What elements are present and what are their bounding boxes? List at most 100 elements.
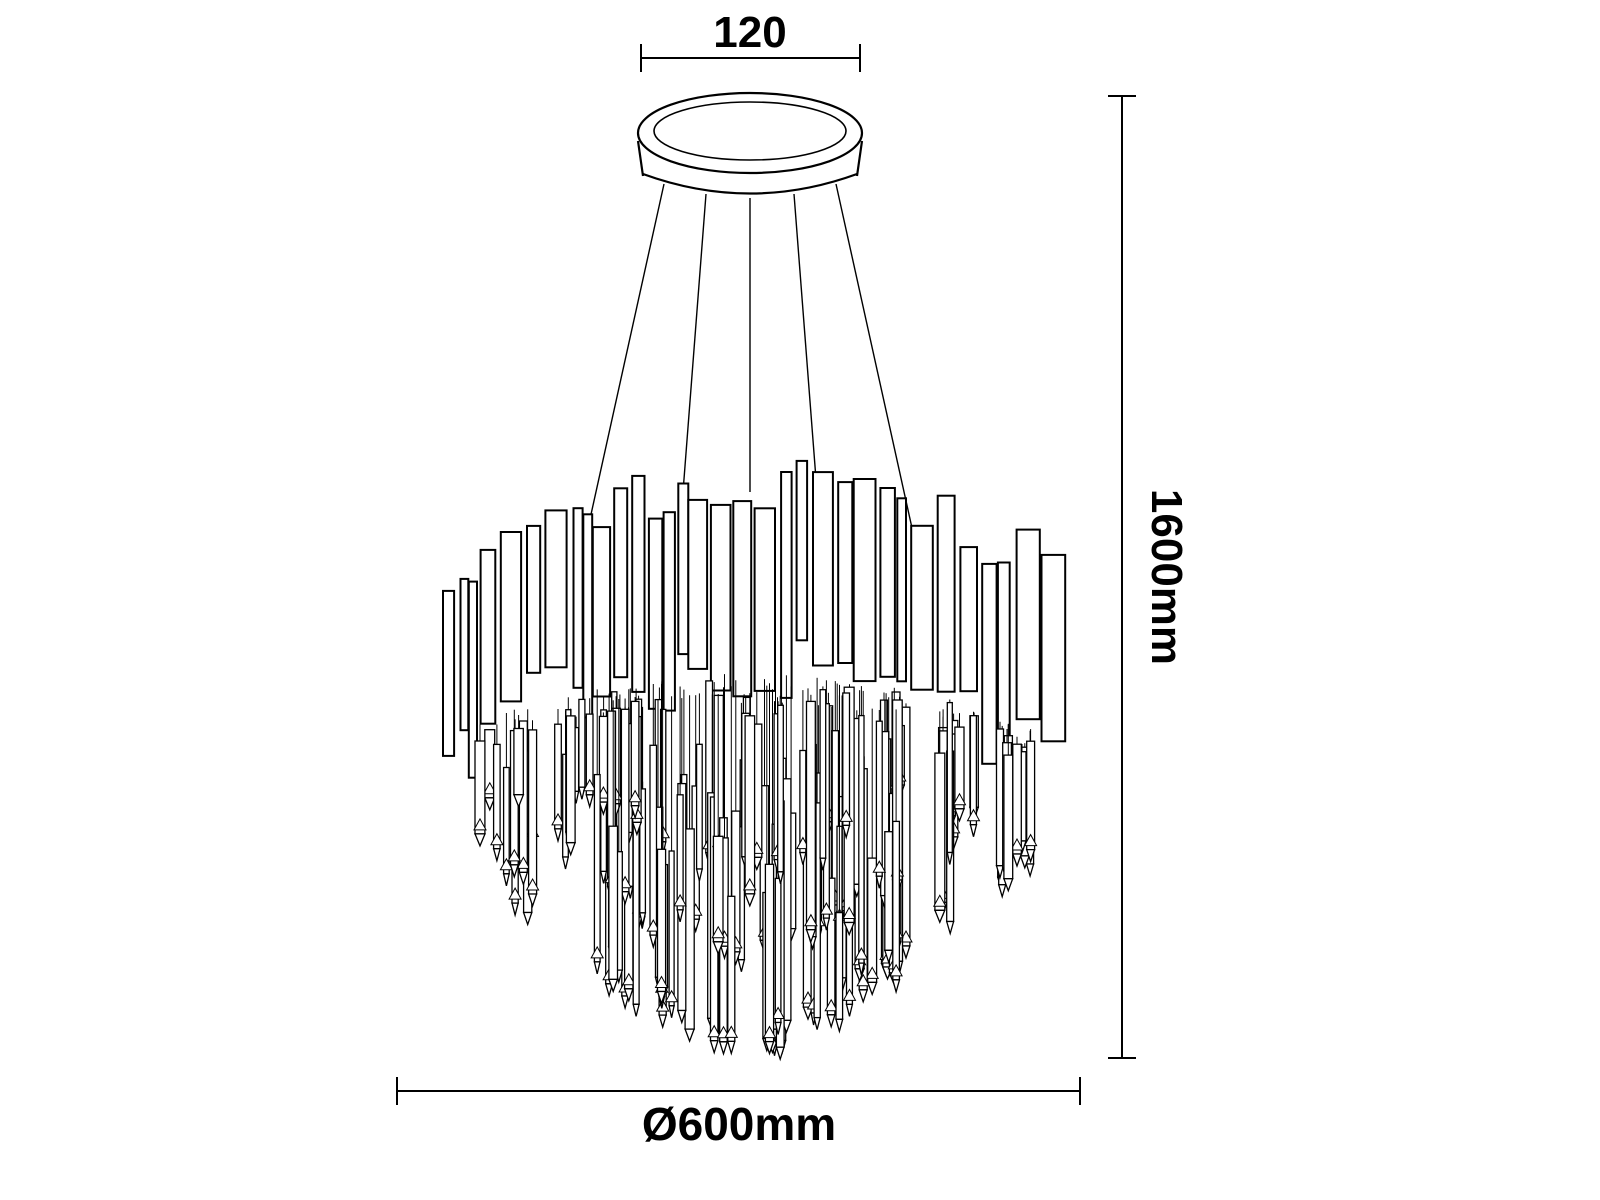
- crystal-drop-body: [884, 831, 894, 951]
- crystal-facet-triangle: [654, 975, 669, 988]
- canopy: [636, 91, 864, 195]
- crystal-drop-tip: [684, 1028, 696, 1043]
- crystal-bar: [572, 507, 584, 689]
- suspension-wire: [681, 193, 707, 506]
- crystal-drop-tip: [598, 801, 609, 817]
- crystal-drop-tip: [799, 851, 807, 865]
- crystal-drop-tip: [744, 893, 756, 908]
- crystal-drop-tip: [522, 911, 533, 927]
- crystal-drop-tip: [604, 983, 614, 999]
- crystal-drop-body: [527, 729, 538, 895]
- crystal-bar: [591, 526, 612, 698]
- crystal-drop-body: [513, 727, 524, 796]
- crystal-bar-tier: [442, 459, 1067, 779]
- crystal-drop-tip: [819, 857, 827, 871]
- crystal-bar: [677, 482, 690, 656]
- crystal-drop-tip: [620, 995, 630, 1011]
- crystal-drop-body: [764, 863, 775, 1043]
- crystal-drop-tip: [866, 981, 878, 997]
- crystal-drop-tip: [774, 1021, 782, 1035]
- crystal-drop-tip: [578, 786, 586, 800]
- crystal-drop-tip: [737, 959, 746, 972]
- crystal-facet-triangle: [966, 808, 981, 822]
- crystal-bar: [1015, 528, 1041, 721]
- crystal-drop-body: [727, 895, 736, 1043]
- dimension-diameter: Ø600mm: [396, 1077, 1081, 1150]
- crystal-drop-body: [1003, 754, 1014, 880]
- crystal-facet-triangle: [742, 877, 757, 891]
- crystal-facet-triangle: [516, 856, 531, 869]
- crystal-drop-tip: [511, 902, 520, 918]
- crystal-facet-triangle: [551, 812, 565, 826]
- crystal-bar: [499, 531, 523, 703]
- crystal-bar: [896, 497, 907, 683]
- crystal-drop-body: [593, 773, 601, 963]
- crystal-facet-triangle: [1010, 837, 1024, 851]
- crystal-bar: [687, 498, 709, 670]
- crystal-drop-tip: [995, 865, 1005, 881]
- crystal-drop-tip: [712, 941, 724, 956]
- crystal-bar: [467, 580, 478, 779]
- crystal-drop-body: [1012, 743, 1022, 855]
- crystal-bar: [442, 589, 456, 757]
- crystal-drop-body: [656, 848, 667, 993]
- crystal-drop-tip: [676, 909, 684, 923]
- canopy-side-right: [855, 140, 864, 177]
- crystal-facet-triangle: [872, 860, 887, 873]
- crystal-drop-tip: [841, 824, 851, 840]
- crystal-bar: [526, 524, 542, 674]
- crystal-drop-tip: [527, 893, 538, 909]
- canopy-side-left: [636, 140, 645, 177]
- crystal-drop-body: [565, 715, 576, 844]
- crystal-bar: [459, 577, 470, 732]
- crystal-facet-triangle: [762, 1025, 777, 1039]
- crystal-drop-tip: [620, 891, 630, 906]
- crystal-bar: [852, 478, 877, 683]
- crystal-drop-tip: [953, 808, 965, 823]
- crystal-drop-tip: [695, 868, 704, 882]
- crystal-drop-tip: [875, 875, 884, 889]
- crystal-facet-triangle: [842, 906, 857, 919]
- crystal-drop-tip: [969, 824, 978, 837]
- crystal-drop-tip: [658, 1014, 668, 1030]
- crystal-drop-tip: [561, 856, 570, 870]
- crystal-drop-tip: [1019, 855, 1031, 870]
- crystal-facet-triangle: [499, 857, 514, 871]
- crystal-bar: [709, 503, 732, 692]
- crystal-drop-body: [892, 820, 901, 981]
- canopy-inner-rim: [653, 101, 847, 161]
- crystal-drop-body: [875, 720, 883, 877]
- crystal-facet-triangle: [628, 789, 642, 803]
- crystal-facet-triangle: [932, 894, 947, 907]
- crystal-facet-triangle: [707, 1024, 722, 1038]
- crystal-bar: [959, 546, 979, 693]
- crystal-drop-tip: [593, 961, 601, 975]
- crystal-facet-triangle: [508, 887, 522, 900]
- crystal-drop-tip: [726, 1040, 736, 1056]
- crystal-facet-triangle: [525, 877, 540, 891]
- suspension-wire: [793, 193, 819, 506]
- crystal-drop-tip: [502, 873, 511, 886]
- crystal-drop-tip: [483, 797, 496, 812]
- crystal-bar: [479, 548, 497, 725]
- crystal-bar: [631, 474, 646, 693]
- crystal-drop-body: [835, 911, 844, 1020]
- crystal-drop-body: [684, 828, 695, 1030]
- crystal-drop-cascade: [473, 674, 1038, 1062]
- diameter-label: Ø600mm: [642, 1098, 836, 1150]
- crystal-drop-tip: [776, 871, 785, 884]
- canopy-outer-rim: [636, 91, 864, 175]
- crystal-bar: [582, 513, 594, 719]
- crystal-drop-tip: [826, 1014, 836, 1029]
- crystal-drop-tip: [802, 1006, 814, 1021]
- crystal-drop-body: [695, 743, 703, 870]
- crystal-bar: [879, 487, 896, 678]
- crystal-drop-tip: [858, 989, 869, 1004]
- crystal-drop-body: [608, 825, 619, 981]
- crystal-drop-tip: [656, 990, 667, 1006]
- crystal-drop-body: [819, 689, 827, 859]
- crystal-drop-tip: [631, 821, 643, 837]
- crystal-drop-tip: [843, 921, 856, 937]
